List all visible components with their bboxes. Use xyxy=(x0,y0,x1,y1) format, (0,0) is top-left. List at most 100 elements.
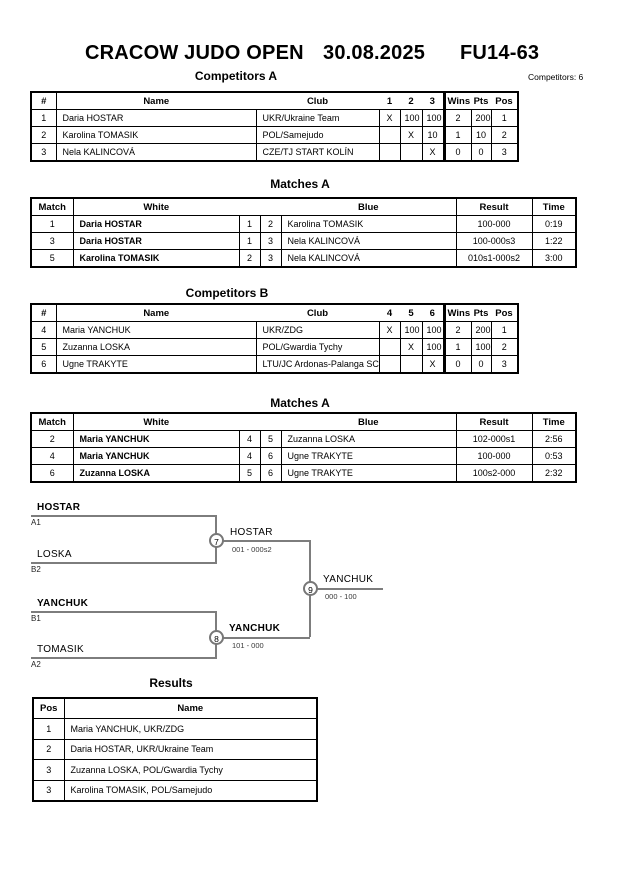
table-header-row: Match White Blue Result Time xyxy=(30,412,577,431)
col-pts: Pts xyxy=(471,91,491,110)
cell-blue: Nela KALINCOVÁ xyxy=(280,249,457,268)
competitors-count: Competitors: 6 xyxy=(528,72,584,82)
bracket-competitor-a1: HOSTAR xyxy=(37,502,81,513)
col-white: White xyxy=(72,412,239,431)
bracket-seed-a1: A1 xyxy=(31,518,41,527)
table-row: 1 Maria YANCHUK, UKR/ZDG xyxy=(32,718,318,740)
cell-match: 5 xyxy=(30,249,74,268)
cell-vs2: X xyxy=(399,126,423,144)
event-title: CRACOW JUDO OPEN xyxy=(85,42,304,64)
cell-num: 1 xyxy=(30,109,57,127)
col-num: # xyxy=(30,303,57,322)
col-white: White xyxy=(72,197,239,216)
cell-vs1 xyxy=(378,126,401,144)
table-header-row: # Name Club 1 2 3 Wins Pts Pos xyxy=(30,91,519,110)
cell-vs3: 100 xyxy=(421,338,445,356)
cell-white: Daria HOSTAR xyxy=(72,215,240,233)
cell-vs1: X xyxy=(378,109,401,127)
col-3: 3 xyxy=(422,91,444,110)
cell-name: Daria HOSTAR xyxy=(55,109,257,127)
table-row: 3 Zuzanna LOSKA, POL/Gwardia Tychy xyxy=(32,759,318,781)
cell-num: 4 xyxy=(30,321,57,339)
cell-vs2: X xyxy=(399,338,423,356)
cell-time: 2:56 xyxy=(531,430,577,448)
cell-vs2: 100 xyxy=(399,321,423,339)
cell-wins: 0 xyxy=(442,355,472,374)
cell-time: 0:19 xyxy=(531,215,577,233)
bracket-seed-b2: B2 xyxy=(31,565,41,574)
cell-pos: 3 xyxy=(32,759,65,781)
cell-time: 3:00 xyxy=(531,249,577,268)
final-score: 000 - 100 xyxy=(325,592,357,601)
bracket-line xyxy=(311,588,383,590)
col-num: # xyxy=(30,91,57,110)
cell-time: 1:22 xyxy=(531,232,577,250)
matches-b-heading: Matches A xyxy=(270,396,330,410)
col-time: Time xyxy=(531,412,577,431)
col-club: Club xyxy=(256,303,379,322)
cell-bn: 2 xyxy=(259,215,282,233)
cell-vs1 xyxy=(378,355,401,374)
table-row: 3 Nela KALINCOVÁ CZE/TJ START KOLÍN X 0 … xyxy=(30,143,519,162)
results-table: Pos Name 1 Maria YANCHUK, UKR/ZDG 2 Dari… xyxy=(32,697,318,802)
table-row: 6 Zuzanna LOSKA 5 6 Ugne TRAKYTE 100s2-0… xyxy=(30,464,577,483)
col-wn xyxy=(239,197,260,216)
table-row: 2 Maria YANCHUK 4 5 Zuzanna LOSKA 102-00… xyxy=(30,430,577,448)
cell-vs2: 100 xyxy=(399,109,423,127)
table-row: 4 Maria YANCHUK 4 6 Ugne TRAKYTE 100-000… xyxy=(30,447,577,465)
matches-b-table: Match White Blue Result Time 2 Maria YAN… xyxy=(30,412,577,483)
cell-wn: 1 xyxy=(238,215,261,233)
cell-result: 100-000 xyxy=(455,215,533,233)
cell-blue: Nela KALINCOVÁ xyxy=(280,232,457,250)
cell-num: 3 xyxy=(30,143,57,162)
cell-result: 100-000 xyxy=(455,447,533,465)
matches-a-heading: Matches A xyxy=(270,177,330,191)
bracket-line xyxy=(217,540,310,542)
cell-wn: 4 xyxy=(238,430,261,448)
col-match: Match xyxy=(30,412,74,431)
col-time: Time xyxy=(531,197,577,216)
cell-name: Zuzanna LOSKA xyxy=(55,338,257,356)
semifinal2-score: 101 - 000 xyxy=(232,641,264,650)
col-6: 6 xyxy=(422,303,444,322)
cell-pos: 1 xyxy=(32,718,65,740)
cell-club: LTU/JC Ardonas-Palanga SC xyxy=(255,355,380,374)
cell-result: 010s1-000s2 xyxy=(455,249,533,268)
cell-vs3: 100 xyxy=(421,109,445,127)
bracket-line xyxy=(31,611,217,613)
match-node-8: 8 xyxy=(209,630,224,645)
cell-vs3: 100 xyxy=(421,321,445,339)
competitors-b-heading: Competitors B xyxy=(185,286,269,300)
cell-name: Karolina TOMASIK xyxy=(55,126,257,144)
col-name: Name xyxy=(55,303,256,322)
table-header-row: Pos Name xyxy=(32,697,318,719)
cell-pos: 1 xyxy=(490,321,519,339)
cell-vs1 xyxy=(378,338,401,356)
col-pos: Pos xyxy=(491,91,519,110)
semifinal1-winner: HOSTAR xyxy=(230,527,273,538)
cell-pts: 200 xyxy=(470,321,492,339)
table-row: 6 Ugne TRAKYTE LTU/JC Ardonas-Palanga SC… xyxy=(30,355,519,374)
table-header-row: Match White Blue Result Time xyxy=(30,197,577,216)
category-code: FU14-63 xyxy=(460,42,540,64)
col-5: 5 xyxy=(400,303,422,322)
cell-wins: 1 xyxy=(442,338,472,356)
col-result: Result xyxy=(455,197,533,216)
cell-pts: 100 xyxy=(470,338,492,356)
cell-white: Karolina TOMASIK xyxy=(72,249,240,268)
cell-white: Maria YANCHUK xyxy=(72,447,240,465)
cell-match: 1 xyxy=(30,215,74,233)
bracket-competitor-b1: YANCHUK xyxy=(37,598,89,609)
cell-name: Nela KALINCOVÁ xyxy=(55,143,257,162)
cell-white: Zuzanna LOSKA xyxy=(72,464,240,483)
cell-club: POL/Gwardia Tychy xyxy=(255,338,380,356)
col-name: Name xyxy=(55,91,256,110)
final-winner: YANCHUK xyxy=(323,574,374,585)
table-row: 3 Karolina TOMASIK, POL/Samejudo xyxy=(32,779,318,801)
col-blue: Blue xyxy=(281,197,457,216)
cell-vs3: 10 xyxy=(421,126,445,144)
cell-name: Maria YANCHUK, UKR/ZDG xyxy=(63,718,318,740)
cell-club: UKR/Ukraine Team xyxy=(255,109,380,127)
table-row: 1 Daria HOSTAR UKR/Ukraine Team X 100 10… xyxy=(30,109,519,127)
